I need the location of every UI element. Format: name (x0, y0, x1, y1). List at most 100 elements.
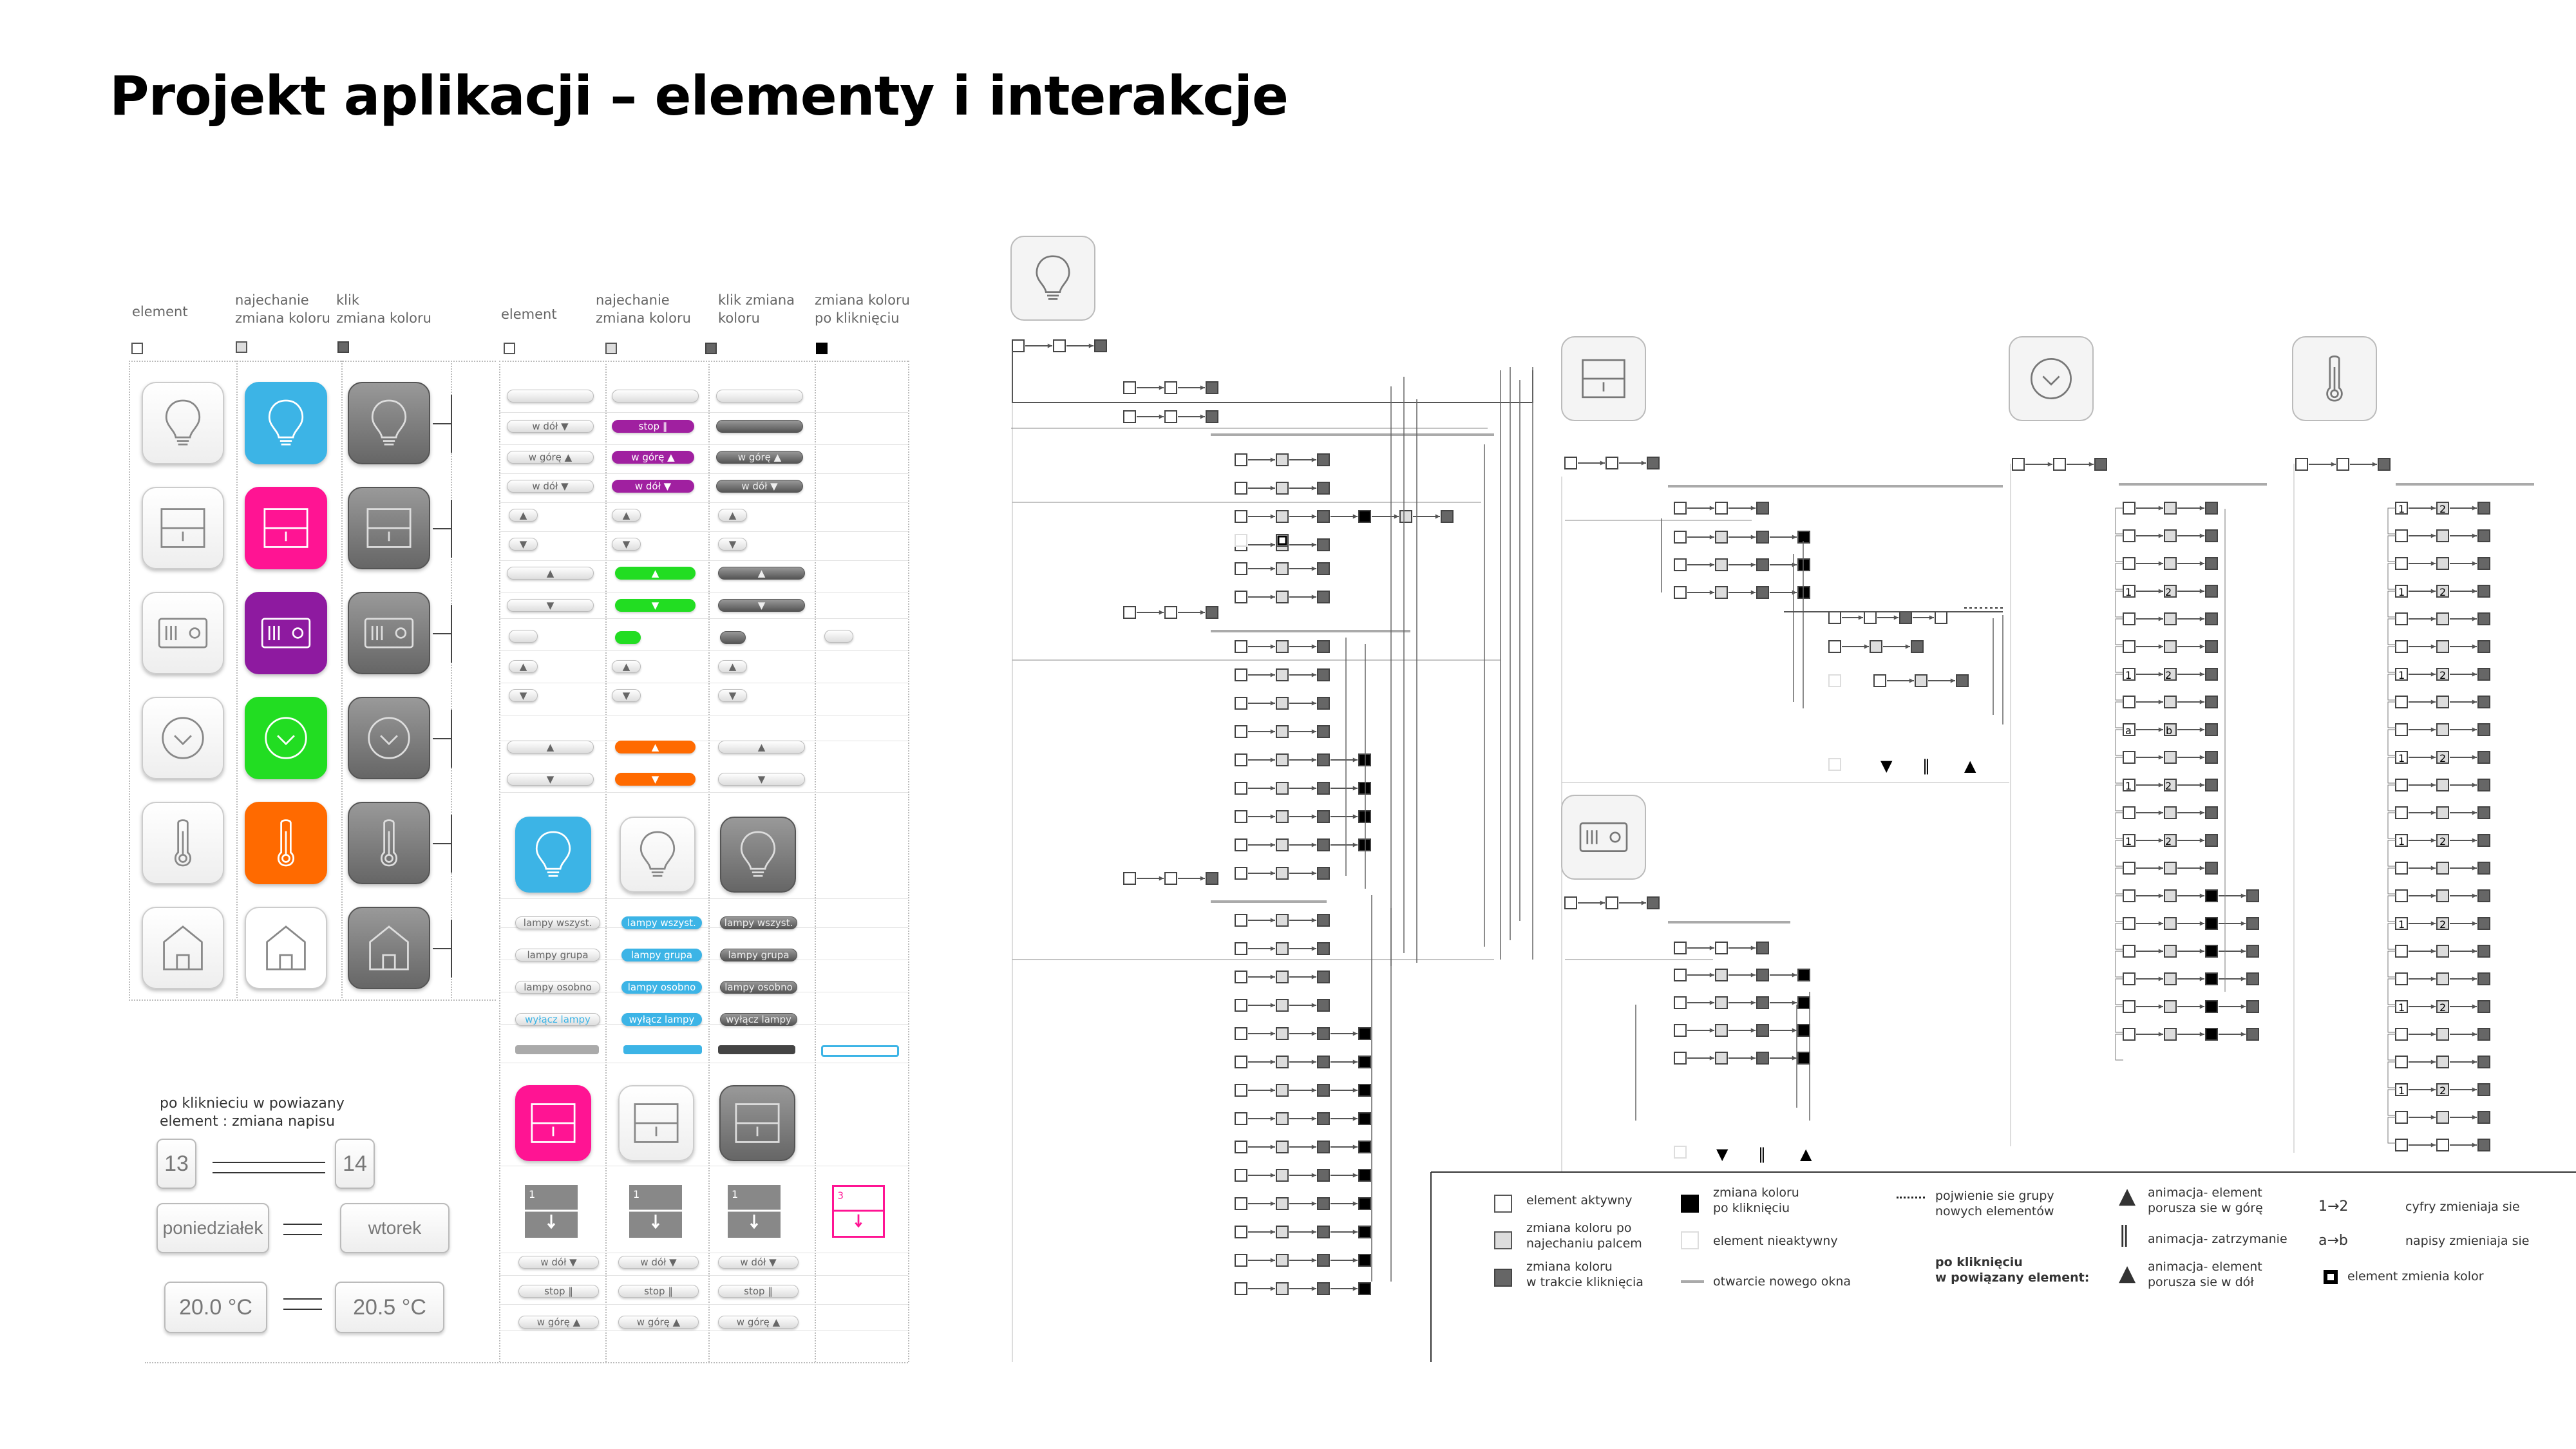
lamp-pill[interactable]: lampy wszyst. (515, 916, 600, 929)
bulb-icon[interactable] (142, 382, 224, 464)
panel-icon-hover[interactable] (245, 487, 327, 569)
bottom-pill-click[interactable]: w dół ▼ (718, 1256, 799, 1269)
lamp-pill-click[interactable]: lampy wszyst. (720, 916, 797, 929)
temp-before[interactable]: 20.0 °C (164, 1282, 267, 1333)
panel-icon-hover[interactable] (618, 1085, 694, 1161)
day-before[interactable]: poniedziałek (156, 1203, 269, 1253)
wide-pill-hover[interactable]: ▲ (615, 741, 696, 753)
clock-icon[interactable] (2009, 336, 2094, 421)
number-after[interactable]: 14 (335, 1139, 375, 1189)
bottom-pill-click[interactable]: w górę ▲ (718, 1316, 799, 1329)
wide-pill-hover[interactable]: ▲ (615, 567, 696, 580)
lamp-pill[interactable]: lampy grupa (515, 949, 600, 961)
arrow-pill-hover[interactable]: ▲ (612, 660, 641, 673)
numbered-panel-after[interactable]: 3 (832, 1185, 885, 1238)
bulb-icon-click[interactable] (348, 382, 430, 464)
bulb-icon[interactable] (1010, 236, 1095, 321)
arrow-pill-click[interactable]: ▼ (718, 538, 747, 551)
panel-icon-active[interactable] (515, 1085, 591, 1161)
arrow-pill-click[interactable]: ▲ (718, 509, 747, 522)
bottom-pill-hover[interactable]: stop ‖ (618, 1285, 699, 1298)
clock-icon-hover[interactable] (245, 697, 327, 779)
thermometer-icon[interactable] (2292, 336, 2377, 421)
wide-pill-hover[interactable]: ▼ (615, 599, 696, 612)
move-pill-click[interactable] (716, 420, 803, 433)
day-after[interactable]: wtorek (340, 1203, 450, 1253)
arrow-pill-click[interactable]: ▼ (718, 689, 747, 702)
numbered-panel-click[interactable]: 1 (728, 1185, 781, 1238)
wide-pill-hover[interactable]: ▼ (615, 773, 696, 786)
clock-icon-click[interactable] (348, 697, 430, 779)
bulb-icon-hover[interactable] (245, 382, 327, 464)
bulb-icon-click[interactable] (720, 817, 796, 893)
panel-icon[interactable] (1561, 336, 1646, 421)
wide-pill-click[interactable]: ▼ (718, 773, 805, 786)
wide-pill-click[interactable]: ▲ (718, 741, 805, 753)
move-pill-hover[interactable]: w górę ▲ (612, 451, 694, 464)
move-pill[interactable]: w dół ▼ (507, 420, 594, 433)
arrow-pill[interactable]: ▼ (509, 538, 538, 551)
short-pill[interactable] (509, 630, 538, 643)
radiator-icon-click[interactable] (348, 592, 430, 674)
short-pill-after[interactable] (824, 630, 853, 643)
plain-pill[interactable] (507, 390, 594, 402)
short-pill-click[interactable] (720, 631, 746, 644)
panel-icon-click[interactable] (719, 1085, 795, 1161)
move-pill-hover[interactable]: w dół ▼ (612, 480, 694, 493)
bulb-icon-hover[interactable] (620, 817, 696, 893)
panel-icon-click[interactable] (348, 487, 430, 569)
move-pill-click[interactable]: w dół ▼ (716, 480, 803, 493)
radiator-icon[interactable] (1561, 795, 1646, 880)
house-icon-hover[interactable] (245, 907, 327, 989)
numbered-panel[interactable]: 1 (525, 1185, 578, 1238)
house-icon-click[interactable] (348, 907, 430, 989)
arrow-pill[interactable]: ▲ (509, 509, 538, 522)
thermometer-icon[interactable] (142, 802, 224, 884)
number-before[interactable]: 13 (156, 1139, 196, 1189)
arrow-pill-hover[interactable]: ▲ (612, 509, 641, 522)
lamp-pill[interactable]: wyłącz lampy (515, 1013, 600, 1026)
lamp-pill-hover[interactable]: lampy grupa (621, 949, 702, 961)
bottom-pill[interactable]: w górę ▲ (518, 1316, 599, 1329)
move-pill-hover[interactable]: stop ‖ (612, 420, 694, 433)
panel-icon[interactable] (142, 487, 224, 569)
arrow-pill[interactable]: ▼ (509, 689, 538, 702)
bottom-pill-hover[interactable]: w górę ▲ (618, 1316, 699, 1329)
wide-pill[interactable]: ▲ (507, 567, 594, 580)
arrow-pill-hover[interactable]: ▼ (612, 538, 641, 551)
bulb-icon-active[interactable] (515, 817, 591, 893)
temp-after[interactable]: 20.5 °C (335, 1282, 444, 1333)
wide-pill-click[interactable]: ▲ (718, 567, 805, 580)
lamp-pill-hover[interactable]: wyłącz lampy (621, 1013, 702, 1026)
lamp-pill-click[interactable]: lampy grupa (720, 949, 797, 961)
wide-pill[interactable]: ▼ (507, 599, 594, 612)
thermometer-icon-hover[interactable] (245, 802, 327, 884)
move-pill[interactable]: w górę ▲ (507, 451, 594, 464)
radiator-icon-hover[interactable] (245, 592, 327, 674)
arrow-pill-hover[interactable]: ▼ (612, 689, 641, 702)
lamp-pill-hover[interactable]: lampy osobno (621, 981, 702, 994)
bottom-pill[interactable]: stop ‖ (518, 1285, 599, 1298)
lamp-pill-hover[interactable]: lampy wszyst. (621, 916, 702, 929)
arrow-pill-click[interactable]: ▲ (718, 660, 747, 673)
plain-pill-hover[interactable] (612, 390, 699, 402)
numbered-panel-hover[interactable]: 1 (629, 1185, 682, 1238)
clock-icon[interactable] (142, 697, 224, 779)
short-pill-hover[interactable] (615, 631, 641, 644)
radiator-icon[interactable] (142, 592, 224, 674)
arrow-pill[interactable]: ▲ (509, 660, 538, 673)
lamp-pill-click[interactable]: wyłącz lampy (720, 1013, 797, 1026)
plain-pill-click[interactable] (716, 390, 803, 402)
move-pill[interactable]: w dół ▼ (507, 480, 594, 493)
wide-pill[interactable]: ▲ (507, 741, 594, 753)
wide-pill-click[interactable]: ▼ (718, 599, 805, 612)
bottom-pill-click[interactable]: stop ‖ (718, 1285, 799, 1298)
lamp-pill-click[interactable]: lampy osobno (720, 981, 797, 994)
wide-pill[interactable]: ▼ (507, 773, 594, 786)
house-icon[interactable] (142, 907, 224, 989)
lamp-pill[interactable]: lampy osobno (515, 981, 600, 994)
move-pill-click[interactable]: w górę ▲ (716, 451, 803, 464)
bottom-pill[interactable]: w dół ▼ (518, 1256, 599, 1269)
bottom-pill-hover[interactable]: w dół ▼ (618, 1256, 699, 1269)
thermometer-icon-click[interactable] (348, 802, 430, 884)
